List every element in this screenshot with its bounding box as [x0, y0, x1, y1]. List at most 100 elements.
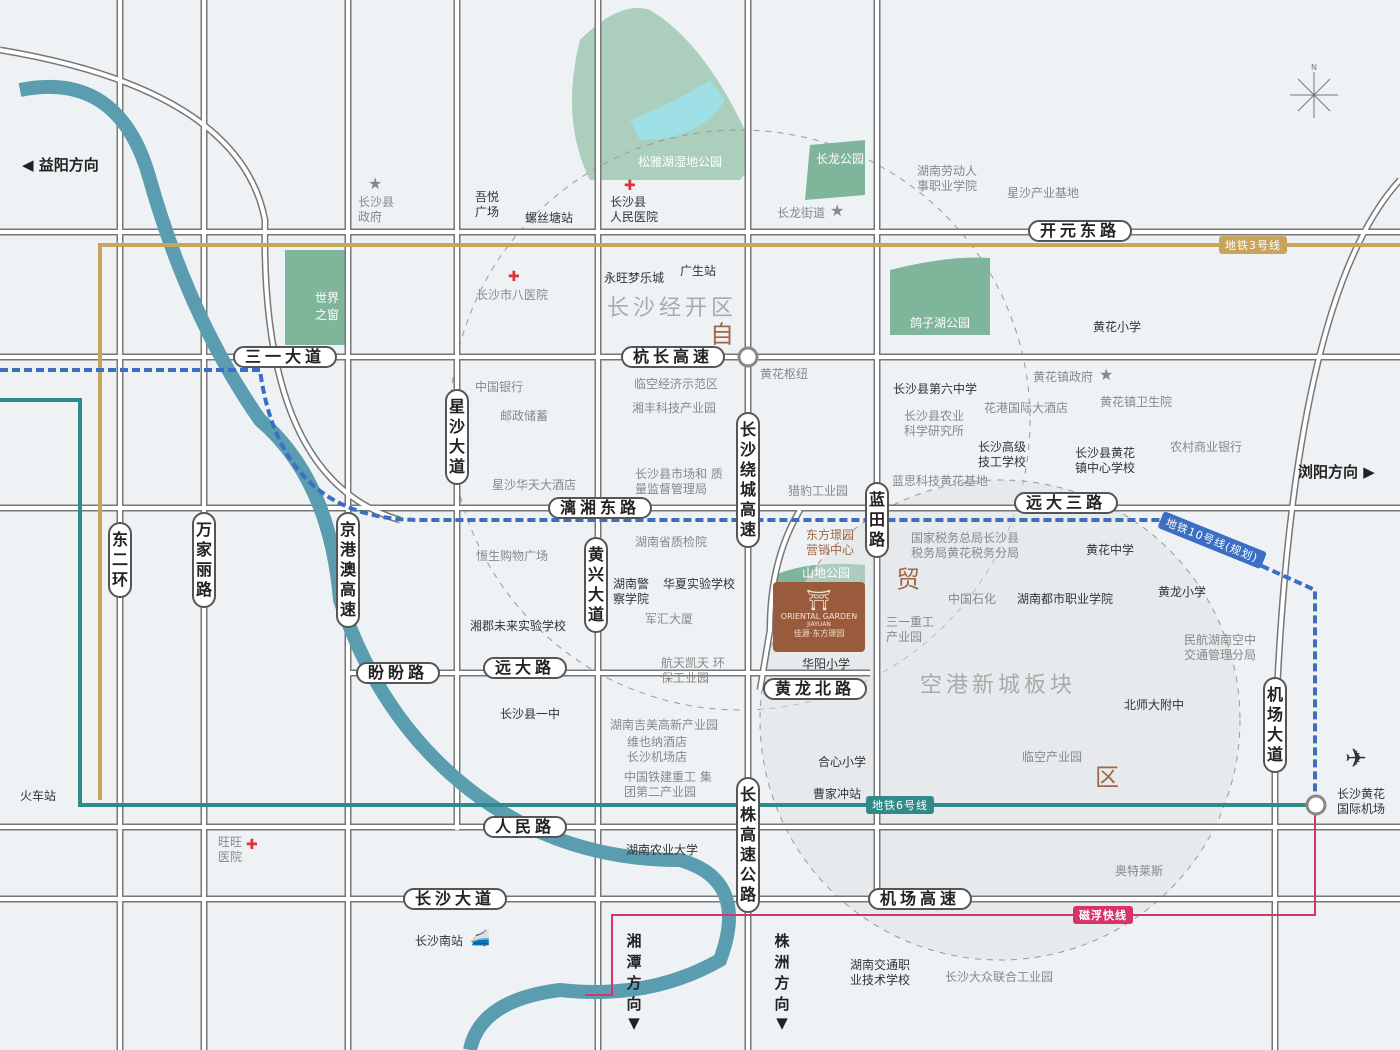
road-jinggangao: 京港澳高速 [336, 512, 360, 628]
poi: 黄花镇政府 [1033, 370, 1094, 384]
poi: 黄龙小学 [1158, 585, 1207, 599]
poi: 维也纳酒店 长沙机场店 [627, 735, 688, 764]
poi: 恒生购物广场 [476, 549, 549, 563]
ftz-char-zi: 自 [710, 320, 734, 349]
poi: 蓝思科技黄花基地 [892, 474, 989, 488]
road-yuanda: 远大路 [482, 657, 568, 679]
poi: 长龙街道 [777, 206, 826, 220]
road-huanglong-north: 黄龙北路 [762, 678, 868, 700]
park-areas [285, 140, 990, 585]
poi: 邮政储蓄 [500, 409, 549, 423]
maglev-label: 磁浮快线 [1073, 906, 1133, 924]
airplane-icon: ✈ [1345, 744, 1367, 774]
park-changlong: 长龙公园 [816, 152, 865, 166]
road-renmin: 人民路 [482, 816, 568, 838]
ftz-char-mao: 贸 [896, 565, 920, 594]
park-songya-lake: 松雅湖湿地公园 [638, 155, 723, 169]
metro-lines [0, 243, 1400, 996]
poi: 民航湖南空中 交通管理分局 [1184, 633, 1257, 662]
poi: 长沙县黄花 镇中心学校 [1075, 446, 1136, 475]
poi: 永旺梦乐城 [604, 271, 665, 285]
poi: 中国银行 [475, 380, 524, 394]
poi: 长沙市八医院 [476, 288, 549, 302]
road-sanyi: 三一大道 [232, 346, 338, 368]
poi: 临空经济示范区 [634, 377, 719, 391]
poi: 华夏实验学校 [663, 577, 736, 591]
poi: 星沙华天大酒店 [492, 478, 577, 492]
poi: 奥特莱斯 [1115, 864, 1164, 878]
road-lixiang-east: 漓湘东路 [547, 497, 653, 519]
poi: 吾悦 广场 [475, 190, 500, 219]
direction-zhuzhou: 株洲方向▼ [774, 932, 790, 1032]
airport-station-icon [1305, 794, 1327, 816]
poi: 黄花枢纽 [760, 367, 809, 381]
poi: 长沙县 政府 [358, 195, 395, 224]
poi: 螺丝塘站 [525, 211, 574, 225]
poi: 中国铁建重工 集团第二产业园 [624, 770, 712, 799]
star-icon: ★ [830, 201, 845, 220]
ftz-char-qu: 区 [1095, 763, 1119, 792]
poi: 合心小学 [818, 755, 867, 769]
compass-icon [1290, 72, 1338, 118]
poi: 湖南吉美高新产业园 [610, 718, 719, 732]
road-airport-avenue: 机场大道 [1263, 677, 1287, 773]
road-airport-expressway: 机场高速 [867, 888, 973, 910]
hospital-icon: ✚ [508, 269, 520, 285]
poi: 长沙县第六中学 [893, 382, 978, 396]
poi: 曹家冲站 [813, 787, 862, 801]
road-ring-expressway: 长沙绕城高速 [736, 412, 760, 548]
poi: 临空产业园 [1022, 750, 1083, 764]
direction-yiyang-label: 益阳方向 [38, 156, 99, 174]
poi: 旺旺 医院 [218, 835, 243, 864]
hospital-icon: ✚ [624, 178, 636, 194]
hospital-icon: ✚ [246, 837, 258, 853]
road-lantian: 蓝田路 [865, 482, 889, 558]
poi: 军汇大厦 [645, 612, 694, 626]
road-kaiyuan-east: 开元东路 [1027, 220, 1133, 242]
compass-north: N [1311, 63, 1317, 72]
poi: 湖南农业大学 [626, 843, 699, 857]
poi: 湖南警 察学院 [613, 577, 650, 606]
district-airport-new-city: 空港新城板块 [919, 673, 1077, 698]
direction-liuyang-label: 浏阳方向 [1298, 463, 1359, 481]
road-changsha-avenue: 长沙大道 [402, 888, 508, 910]
brand-cn: 佳源·东方璟园 [793, 629, 845, 638]
direction-xiangtan-label: 湘潭方向 [626, 932, 642, 1013]
metro-line-6-label: 地铁6号线 [866, 796, 934, 814]
poi: 长沙县一中 [500, 707, 561, 721]
poi: 长沙黄花 国际机场 [1337, 787, 1386, 816]
poi: 湘丰科技产业园 [632, 401, 717, 415]
poi: 农村商业银行 [1170, 440, 1243, 454]
park-window-of-world: 世界之窗 [315, 291, 340, 322]
poi: 长沙南站 [415, 934, 464, 948]
poi: 国家税务总局长沙县 税务局黄花税务分局 [911, 531, 1020, 560]
brand-en: ORIENTAL GARDEN [780, 612, 858, 621]
poi: 湘郡未来实验学校 [470, 619, 567, 633]
poi: 湖南劳动人 事职业学院 [917, 164, 978, 193]
poi: 华阳小学 [802, 657, 851, 671]
poi: 黄花中学 [1086, 543, 1135, 557]
poi: 北师大附中 [1124, 698, 1185, 712]
poi: 长沙县市场和 质量监督管理局 [635, 467, 723, 496]
poi: 花港国际大酒店 [984, 401, 1069, 415]
direction-xiangtan: 湘潭方向▼ [626, 932, 642, 1032]
arch-icon: ⛩ [806, 588, 832, 612]
poi: 湖南都市职业学院 [1017, 592, 1114, 606]
park-gezi-lake: 鸽子湖公园 [910, 316, 971, 330]
poi: 湖南省质检院 [635, 535, 708, 549]
road-xingsha: 星沙大道 [445, 389, 469, 485]
poi: 湖南交通职 业技术学校 [850, 958, 911, 987]
train-icon: 🚄 [470, 928, 490, 947]
poi: 广生站 [680, 264, 717, 278]
star-icon: ★ [368, 174, 383, 193]
poi: 黄花小学 [1093, 320, 1142, 334]
poi: 长沙县 人民医院 [610, 195, 659, 224]
road-wanjiali: 万家丽路 [192, 512, 216, 608]
poi: 航天凯天 环保工业园 [661, 656, 725, 685]
poi: 黄花镇卫生院 [1100, 395, 1173, 409]
brand-sub: JIAYUAN [807, 621, 831, 628]
poi: 中国石化 [948, 592, 997, 606]
lake [572, 8, 750, 180]
direction-yiyang: ◀ 益阳方向 [22, 156, 99, 174]
poi: 猎豹工业园 [788, 484, 849, 498]
